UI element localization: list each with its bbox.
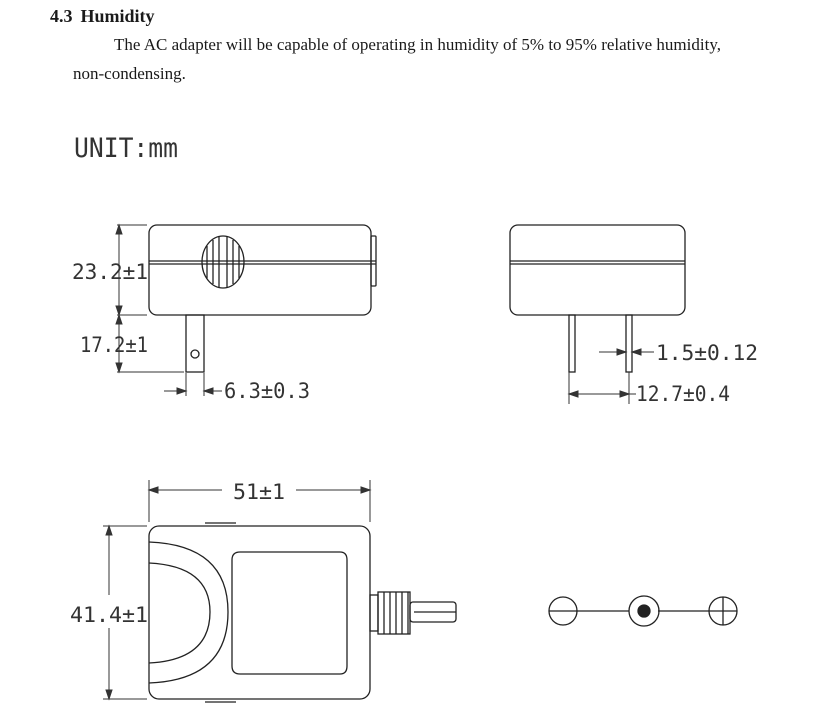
body-height-dimension: 23.2±1 <box>72 260 148 284</box>
body-width-dimension: 51±1 <box>233 480 285 504</box>
top-view-dimension-lines <box>103 480 372 701</box>
front-view-body <box>148 224 372 316</box>
top-view-label-panel <box>231 551 348 675</box>
top-view-grip-arc <box>148 541 229 684</box>
polarity-symbol <box>548 595 738 627</box>
humidity-paragraph-line-2: non-condensing. <box>73 64 186 83</box>
pin-spacing-dimension: 12.7±0.4 <box>636 382 730 406</box>
body-depth-dimension: 41.4±1 <box>70 603 148 627</box>
pin-length-dimension: 17.2±1 <box>80 333 148 357</box>
side-view <box>509 224 686 373</box>
unit-label: UNIT:mm <box>74 133 178 164</box>
front-view-pin <box>185 314 205 373</box>
cable-strain-relief-icon <box>369 591 457 635</box>
pin-width-dimension: 6.3±0.3 <box>224 379 310 403</box>
section-number: 4.3 <box>50 6 73 26</box>
side-view-pin-left <box>568 314 576 373</box>
side-view-body <box>509 224 686 316</box>
negative-terminal-icon <box>548 596 578 626</box>
positive-terminal-icon <box>708 596 738 626</box>
section-heading: 4.3 Humidity <box>50 6 155 27</box>
front-view-dimension-lines <box>115 223 222 396</box>
side-view-pin-right <box>625 314 633 373</box>
pin-thickness-dimension: 1.5±0.12 <box>656 341 758 365</box>
side-view-dimension-lines <box>567 348 654 404</box>
center-pin-icon <box>628 595 660 627</box>
front-view <box>148 224 377 373</box>
humidity-paragraph-line-1: The AC adapter will be capable of operat… <box>114 35 721 54</box>
top-view <box>148 522 457 703</box>
section-title: Humidity <box>80 6 155 26</box>
vent-grille-icon <box>201 235 245 289</box>
